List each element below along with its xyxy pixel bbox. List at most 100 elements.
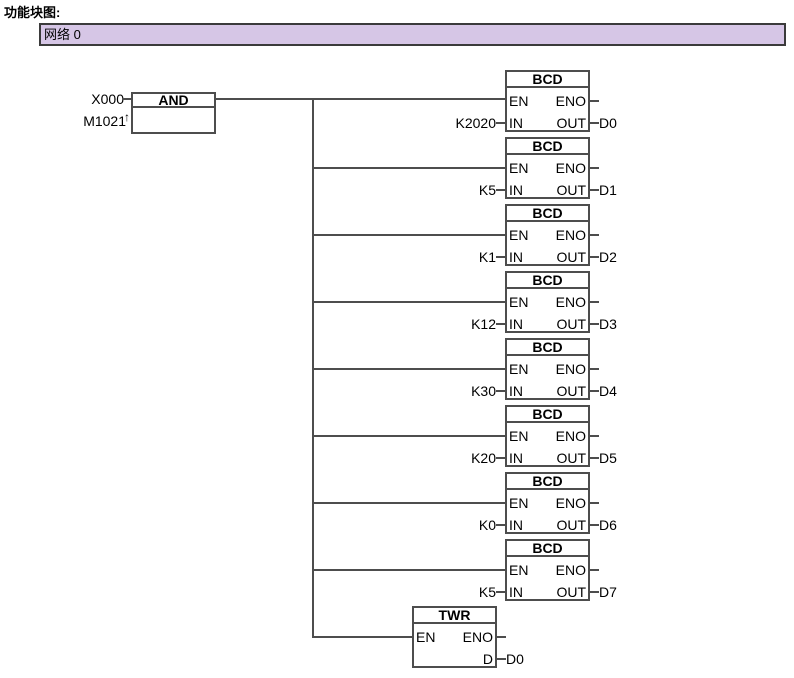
- block-title: BCD: [507, 407, 588, 423]
- wire-branch-twr: [312, 636, 412, 638]
- network-header-bar[interactable]: 网络 0: [39, 23, 786, 46]
- out-operand[interactable]: D0: [599, 115, 617, 131]
- wire-branch-bcd3: [312, 234, 505, 236]
- pin-in: IN: [509, 182, 523, 198]
- block-title: BCD: [507, 273, 588, 289]
- pin-in: IN: [509, 517, 523, 533]
- pin-out: OUT: [556, 584, 586, 600]
- out-operand[interactable]: D4: [599, 383, 617, 399]
- pin-eno: ENO: [555, 428, 586, 444]
- out-wire-stub: [590, 457, 599, 459]
- in-operand[interactable]: K12: [471, 316, 496, 332]
- eno-wire-stub: [590, 502, 599, 504]
- eno-wire-stub: [590, 368, 599, 370]
- wire-branch-bcd7: [312, 502, 505, 504]
- in-operand[interactable]: K5: [478, 182, 496, 198]
- bcd-block-7[interactable]: BCD EN ENO IN OUT K0 D6: [479, 472, 617, 534]
- out-operand[interactable]: D6: [599, 517, 617, 533]
- out-wire-stub: [590, 122, 599, 124]
- eno-wire-stub: [590, 100, 599, 102]
- bcd-block-3[interactable]: BCD EN ENO IN OUT K1 D2: [479, 204, 617, 266]
- pin-en: EN: [509, 160, 529, 176]
- page-title: 功能块图:: [4, 5, 61, 20]
- wire-and-output: [214, 98, 505, 100]
- in-operand[interactable]: K1: [478, 249, 496, 265]
- bcd-block-5[interactable]: BCD EN ENO IN OUT K30 D4: [471, 338, 617, 400]
- block-title: BCD: [507, 340, 588, 356]
- eno-wire-stub: [590, 301, 599, 303]
- d-wire-stub: [497, 658, 506, 660]
- out-operand[interactable]: D5: [599, 450, 617, 466]
- pin-out: OUT: [556, 316, 586, 332]
- in-wire-stub: [496, 189, 505, 191]
- out-wire-stub: [590, 390, 599, 392]
- pin-out: OUT: [556, 450, 586, 466]
- pin-en: EN: [509, 227, 529, 243]
- out-operand[interactable]: D7: [599, 584, 617, 600]
- pin-in: IN: [509, 383, 523, 399]
- in-wire-stub: [496, 457, 505, 459]
- pin-in: IN: [509, 450, 523, 466]
- twr-block[interactable]: TWR EN ENO D D0: [412, 606, 524, 668]
- pin-in: IN: [509, 584, 523, 600]
- pin-en: EN: [509, 93, 529, 109]
- out-operand[interactable]: D2: [599, 249, 617, 265]
- bcd-block-1[interactable]: BCD EN ENO IN OUT K2020 D0: [456, 70, 617, 132]
- block-title: BCD: [507, 541, 588, 557]
- block-title: BCD: [507, 139, 588, 155]
- in-operand[interactable]: K2020: [455, 115, 496, 131]
- pin-eno: ENO: [555, 361, 586, 377]
- pin-in: IN: [509, 316, 523, 332]
- pin-out: OUT: [556, 517, 586, 533]
- rising-edge-icon: ↑: [124, 110, 130, 124]
- and-input-wire-stub: [122, 98, 131, 100]
- pin-in: IN: [509, 115, 523, 131]
- pin-eno: ENO: [555, 93, 586, 109]
- out-operand[interactable]: D1: [599, 182, 617, 198]
- pin-out: OUT: [556, 115, 586, 131]
- pin-eno: ENO: [555, 562, 586, 578]
- block-title: BCD: [507, 474, 588, 490]
- in-wire-stub: [496, 390, 505, 392]
- pin-eno: ENO: [555, 495, 586, 511]
- bcd-block-2[interactable]: BCD EN ENO IN OUT K5 D1: [479, 137, 617, 199]
- eno-wire-stub: [590, 234, 599, 236]
- in-wire-stub: [496, 323, 505, 325]
- pin-d: D: [482, 651, 493, 667]
- and-input-operand-top[interactable]: X000: [91, 91, 124, 107]
- in-wire-stub: [496, 591, 505, 593]
- in-wire-stub: [496, 524, 505, 526]
- in-wire-stub: [496, 122, 505, 124]
- bcd-block-6[interactable]: BCD EN ENO IN OUT K20 D5: [471, 405, 617, 467]
- pin-en: EN: [509, 294, 529, 310]
- in-operand[interactable]: K20: [471, 450, 496, 466]
- block-title: BCD: [507, 206, 588, 222]
- d-operand[interactable]: D0: [506, 651, 524, 667]
- eno-wire-stub: [590, 167, 599, 169]
- out-wire-stub: [590, 591, 599, 593]
- pin-en: EN: [509, 428, 529, 444]
- pin-en: EN: [509, 361, 529, 377]
- network-label: 网络 0: [44, 27, 81, 42]
- wire-branch-bcd5: [312, 368, 505, 370]
- out-wire-stub: [590, 189, 599, 191]
- wire-branch-bcd6: [312, 435, 505, 437]
- bcd-block-8[interactable]: BCD EN ENO IN OUT K5 D7: [479, 539, 617, 601]
- and-input-operand-bottom[interactable]: M1021: [83, 113, 126, 129]
- in-operand[interactable]: K5: [478, 584, 496, 600]
- and-block[interactable]: AND X000 M1021 ↑: [83, 91, 216, 134]
- pin-eno: ENO: [555, 294, 586, 310]
- wire-branch-bcd8: [312, 569, 505, 571]
- out-operand[interactable]: D3: [599, 316, 617, 332]
- out-wire-stub: [590, 256, 599, 258]
- pin-out: OUT: [556, 182, 586, 198]
- in-operand[interactable]: K30: [471, 383, 496, 399]
- in-operand[interactable]: K0: [478, 517, 496, 533]
- pin-eno: ENO: [555, 227, 586, 243]
- bcd-block-4[interactable]: BCD EN ENO IN OUT K12 D3: [471, 271, 617, 333]
- out-wire-stub: [590, 323, 599, 325]
- pin-en: EN: [416, 629, 436, 645]
- block-title: TWR: [414, 608, 495, 624]
- eno-wire-stub: [590, 435, 599, 437]
